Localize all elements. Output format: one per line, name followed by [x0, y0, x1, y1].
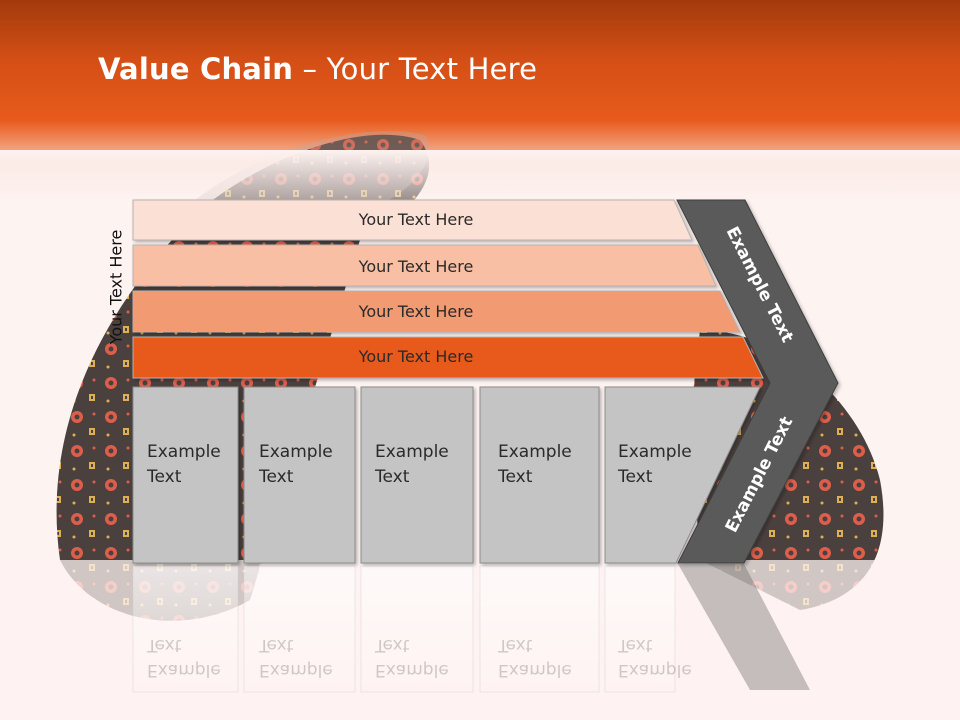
box-5-reflection-line2: Text [618, 635, 653, 655]
slide-title: Value Chain – Your Text Here [98, 52, 537, 86]
title-rest: – Your Text Here [293, 52, 538, 86]
box-1-reflection: Example Text [147, 632, 221, 682]
box-1-reflection-line2: Text [147, 635, 182, 655]
box-1-reflection-line1: Example [147, 660, 221, 680]
bar-2 [132, 244, 717, 287]
box-3-line1: Example [375, 442, 449, 462]
chevron-arrow [676, 199, 839, 564]
bar-1-label: Your Text Here [358, 210, 474, 229]
box-2-line2: Text [259, 467, 294, 487]
box-2-line1: Example [259, 442, 333, 462]
box-3-reflection-line1: Example [375, 660, 449, 680]
box-5-line2: Text [618, 467, 653, 487]
box-3-reflection-line2: Text [375, 635, 410, 655]
bar-3-label: Your Text Here [358, 302, 474, 321]
title-bold: Value Chain [98, 52, 294, 86]
bar-4-label: Your Text Here [358, 347, 474, 366]
bar-2-label: Your Text Here [358, 257, 474, 276]
box-1-text: Example Text [147, 440, 221, 490]
box-2 [243, 386, 356, 564]
reflection-group [132, 564, 810, 693]
box-3-line2: Text [375, 467, 410, 487]
box-4-line2: Text [498, 467, 533, 487]
box-5 [604, 386, 761, 564]
box-2-reflection: Example Text [259, 632, 333, 682]
box-4-reflection: Example Text [498, 632, 572, 682]
box-5-reflection-line1: Example [618, 660, 692, 680]
box-2-text: Example Text [259, 440, 333, 490]
box-3-text: Example Text [375, 440, 449, 490]
bar-4 [132, 336, 764, 379]
box-3 [360, 386, 474, 564]
box-4-reflection-line1: Example [498, 660, 572, 680]
box-4 [479, 386, 600, 564]
box-1-line1: Example [147, 442, 221, 462]
bar-3 [132, 290, 741, 333]
box-5-line1: Example [618, 442, 692, 462]
box-1 [132, 386, 239, 564]
box-3-reflection: Example Text [375, 632, 449, 682]
box-5-reflection: Example Text [618, 632, 692, 682]
box-4-text: Example Text [498, 440, 572, 490]
box-1-line2: Text [147, 467, 182, 487]
bar-1 [132, 199, 693, 241]
box-4-line1: Example [498, 442, 572, 462]
box-2-reflection-line1: Example [259, 660, 333, 680]
box-4-reflection-line2: Text [498, 635, 533, 655]
box-5-text: Example Text [618, 440, 692, 490]
box-2-reflection-line2: Text [259, 635, 294, 655]
